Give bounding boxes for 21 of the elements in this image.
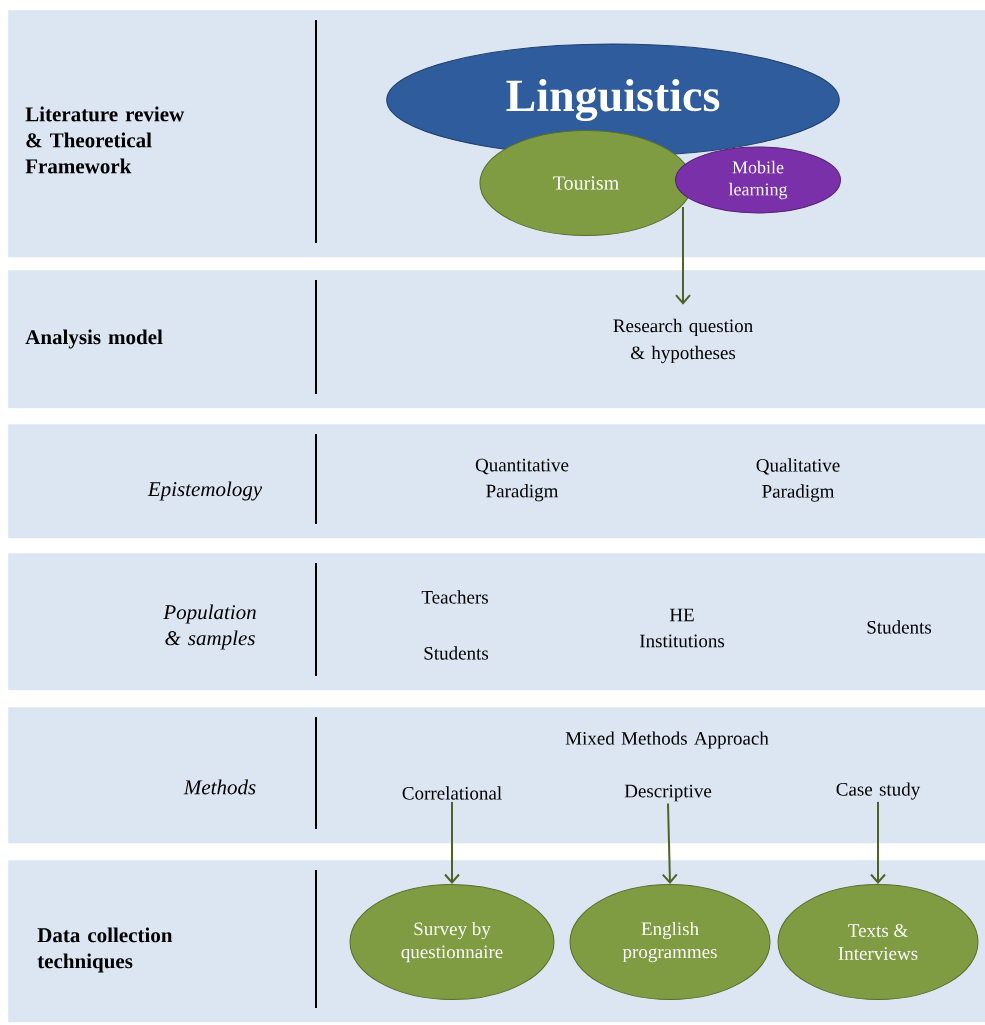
band-heading: Methods (183, 779, 256, 795)
text-label: Students (867, 620, 932, 634)
text-label: Case study (836, 782, 921, 800)
band-heading: Literature review & Theoretical Framework (25, 106, 185, 174)
band-heading: Population & samples (163, 604, 256, 650)
text-label: Correlational (402, 786, 502, 800)
band-heading: Data collection techniques (37, 927, 173, 973)
text-label: Mixed Methods Approach (565, 731, 769, 749)
band-heading: Analysis model (25, 329, 163, 349)
text-label: Descriptive (624, 784, 712, 802)
text-label: Quantitative Paradigm (475, 458, 569, 502)
text-label: Research question & hypotheses (613, 318, 753, 364)
arrow (661, 802, 678, 884)
text-label: HE Institutions (639, 608, 725, 648)
text-label: Teachers (421, 590, 488, 604)
text-label: Students (424, 646, 489, 660)
band-heading: Epistemology (147, 481, 263, 501)
arrow (675, 206, 691, 305)
arrow (870, 800, 886, 884)
text-label: Qualitative Paradigm (756, 458, 840, 502)
arrow (444, 800, 460, 884)
